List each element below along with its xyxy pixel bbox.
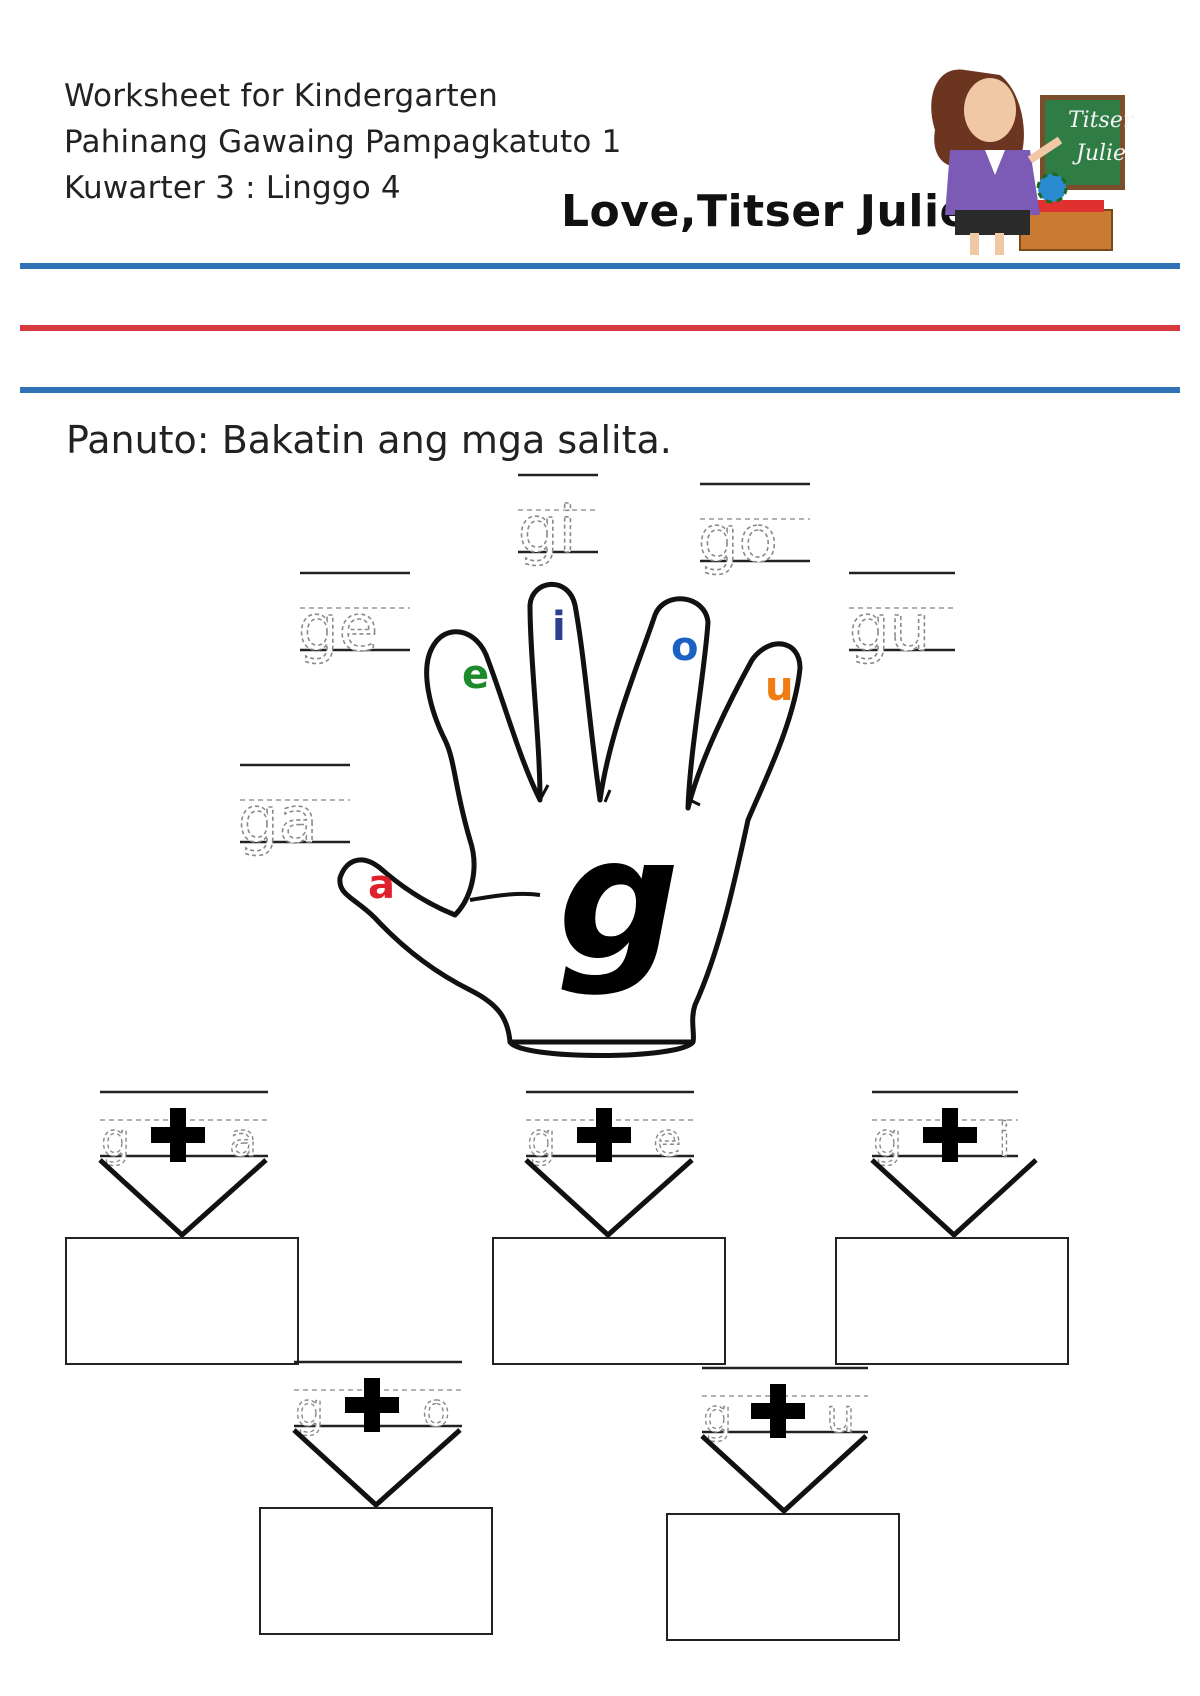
trace-syllable-ge: ge xyxy=(297,571,410,667)
brand-signature: Love,Titser Julie xyxy=(561,186,970,237)
blend-unit-ga: g a xyxy=(65,1090,299,1365)
blend-unit-gi: g i xyxy=(835,1090,1069,1365)
blue-rule-top xyxy=(20,263,1180,269)
vowel-u: u xyxy=(765,664,793,710)
blend-vowel: o xyxy=(422,1383,450,1437)
blend-unit-ge: g e xyxy=(492,1090,726,1365)
vowel-i: i xyxy=(552,604,566,650)
answer-box[interactable] xyxy=(65,1237,299,1365)
blue-rule-bottom xyxy=(20,387,1180,393)
blend-vowel: e xyxy=(653,1113,681,1167)
logo-board-line2: Julie xyxy=(1072,141,1126,166)
trace-syllable-gu: gu xyxy=(848,571,955,667)
red-rule xyxy=(20,325,1180,331)
vowel-a: a xyxy=(368,862,395,908)
trace-text-go: go xyxy=(698,503,778,577)
blend-consonant: g xyxy=(295,1383,324,1437)
trace-text-ge: ge xyxy=(298,592,378,666)
blend-vowel: i xyxy=(998,1113,1011,1167)
logo-board-line1: Titser xyxy=(1068,108,1135,133)
trace-syllable-gi: gi xyxy=(517,473,598,569)
trace-syllable-go: go xyxy=(697,482,810,578)
blend-consonant: g xyxy=(527,1113,556,1167)
plus-icon xyxy=(151,1108,205,1162)
trace-text-gi: gi xyxy=(518,494,576,568)
plus-icon xyxy=(751,1384,805,1438)
blend-vowel: a xyxy=(229,1113,257,1167)
blend-unit-gu: g u xyxy=(666,1366,900,1641)
teacher-illustration-icon: Titser Julie xyxy=(931,69,1135,255)
vowel-o: o xyxy=(671,624,698,670)
plus-icon xyxy=(577,1108,631,1162)
blend-vowel: u xyxy=(826,1389,855,1443)
instruction-text: Panuto: Bakatin ang mga salita. xyxy=(66,418,672,462)
palm-letter: g xyxy=(558,801,680,999)
plus-icon xyxy=(345,1378,399,1432)
answer-box[interactable] xyxy=(835,1237,1069,1365)
answer-box[interactable] xyxy=(492,1237,726,1365)
plus-icon xyxy=(923,1108,977,1162)
vowel-e: e xyxy=(462,652,489,698)
answer-box[interactable] xyxy=(666,1513,900,1641)
worksheet-subtitle: Pahinang Gawaing Pampagkatuto 1 xyxy=(64,124,622,160)
worksheet-quarter: Kuwarter 3 : Linggo 4 xyxy=(64,170,401,206)
trace-text-ga: ga xyxy=(238,784,318,858)
answer-box[interactable] xyxy=(259,1507,493,1635)
trace-syllable-ga: ga xyxy=(237,763,350,859)
blend-consonant: g xyxy=(703,1389,732,1443)
hand-outline xyxy=(337,581,803,1058)
blend-consonant: g xyxy=(101,1113,130,1167)
blend-consonant: g xyxy=(873,1113,902,1167)
blend-unit-go: g o xyxy=(259,1360,493,1635)
trace-text-gu: gu xyxy=(849,592,930,666)
worksheet-title: Worksheet for Kindergarten xyxy=(64,78,498,114)
